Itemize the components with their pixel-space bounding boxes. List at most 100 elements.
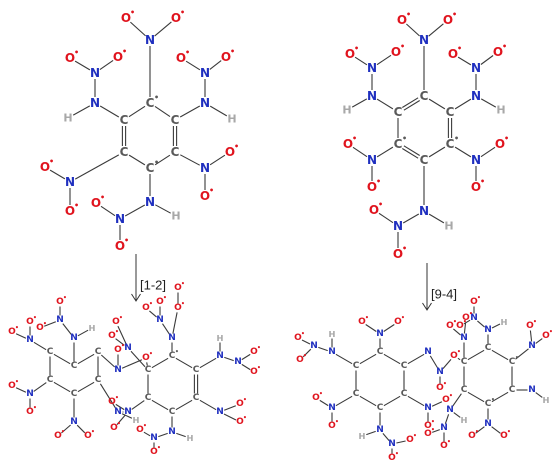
atom-carbon: C: [71, 361, 78, 371]
product-bottom-right-bonds: [301, 306, 543, 454]
atom-oxygen: O: [388, 453, 396, 460]
atom-carbon: C: [401, 361, 408, 371]
atom-carbon: C: [120, 113, 129, 127]
bond: [131, 400, 145, 410]
atom-nitrogen: N: [436, 367, 444, 377]
atom-oxygen: O: [468, 431, 476, 441]
atom-oxygen: O: [542, 331, 550, 341]
atom-carbon: C: [120, 145, 129, 159]
radical-dot: •: [181, 280, 185, 287]
atom-oxygen: O: [391, 45, 401, 59]
atom-nitrogen: N: [114, 407, 122, 417]
bond: [467, 349, 485, 361]
bond: [143, 431, 151, 437]
atom-carbon: C: [485, 399, 492, 409]
bond: [77, 381, 95, 393]
atom-nitrogen: N: [484, 419, 492, 429]
bond: [396, 440, 406, 444]
bond: [302, 348, 312, 358]
bond: [301, 339, 311, 345]
atom-oxygen: O: [91, 196, 101, 210]
atom-nitrogen: N: [115, 212, 125, 226]
radical-dot: •: [163, 294, 167, 301]
bond: [428, 98, 446, 110]
atom-carbon: C: [353, 389, 360, 399]
atom-oxygen: O: [450, 351, 458, 361]
bond: [74, 60, 91, 71]
atom-nitrogen: N: [471, 89, 481, 103]
atom-oxygen: O: [36, 323, 44, 333]
bond: [172, 312, 178, 334]
atom-carbon: C: [420, 153, 429, 167]
bond: [480, 98, 497, 108]
radical-dot: •: [401, 314, 405, 321]
atom-nitrogen: N: [446, 405, 454, 415]
bond: [43, 321, 57, 327]
atom-hydrogen: H: [63, 112, 72, 125]
bond: [457, 357, 461, 361]
radical-dot: •: [115, 328, 119, 335]
bond: [376, 146, 394, 158]
atom-oxygen: O: [526, 321, 534, 331]
radical-dot: •: [491, 396, 495, 403]
atom-carbon: C: [171, 113, 180, 127]
radical-dot: •: [515, 354, 519, 361]
atom-oxygen: O: [456, 321, 464, 331]
bond: [33, 341, 47, 351]
bond: [151, 357, 169, 369]
atom-oxygen: O: [493, 45, 503, 59]
atom-oxygen: O: [394, 317, 402, 327]
reaction-arrow-2: [422, 263, 432, 311]
atom-nitrogen: N: [65, 175, 75, 189]
bond: [444, 414, 450, 424]
bond: [130, 350, 146, 368]
atom-nitrogen: N: [156, 315, 164, 325]
bond: [535, 338, 543, 344]
bond: [209, 60, 222, 70]
radical-dot: •: [502, 42, 507, 51]
atom-oxygen: O: [171, 11, 181, 25]
atom-nitrogen: N: [484, 325, 492, 335]
radical-dot: •: [257, 364, 261, 371]
atom-oxygen: O: [110, 423, 118, 433]
radical-dot: •: [443, 380, 447, 387]
radical-dot: •: [504, 134, 509, 143]
bond: [77, 353, 95, 365]
radical-dot: •: [431, 418, 435, 425]
bond: [365, 324, 377, 332]
bond: [403, 100, 420, 111]
radical-dot: •: [319, 390, 323, 397]
atom-oxygen: O: [369, 203, 379, 217]
radical-dot: •: [91, 428, 95, 435]
bond: [402, 148, 419, 159]
atom-carbon: C: [394, 137, 403, 151]
atom-oxygen: O: [446, 321, 454, 331]
radical-dot: •: [243, 396, 247, 403]
atom-nitrogen: N: [328, 403, 336, 413]
atom-oxygen: O: [296, 355, 304, 365]
bond: [176, 432, 186, 438]
atom-nitrogen: N: [26, 389, 34, 399]
atom-carbon: C: [377, 403, 384, 413]
radical-dot: •: [352, 134, 357, 143]
atom-nitrogen: N: [168, 333, 176, 343]
bond: [121, 359, 143, 369]
atom-oxygen: O: [328, 421, 336, 431]
bond: [431, 401, 443, 407]
bond: [383, 395, 401, 407]
atom-carbon: C: [146, 96, 155, 110]
radical-dot: •: [413, 432, 417, 439]
atom-carbon: C: [446, 137, 455, 151]
radical-dot: •: [119, 314, 123, 321]
bond: [241, 353, 251, 361]
atom-oxygen: O: [312, 393, 320, 403]
bond: [535, 392, 543, 398]
atom-oxygen: O: [136, 425, 144, 435]
bond: [223, 413, 237, 421]
radical-dot: •: [49, 157, 54, 166]
bond: [154, 154, 171, 166]
atom-oxygen: O: [250, 347, 258, 357]
bond: [128, 105, 146, 118]
bond: [15, 387, 27, 393]
